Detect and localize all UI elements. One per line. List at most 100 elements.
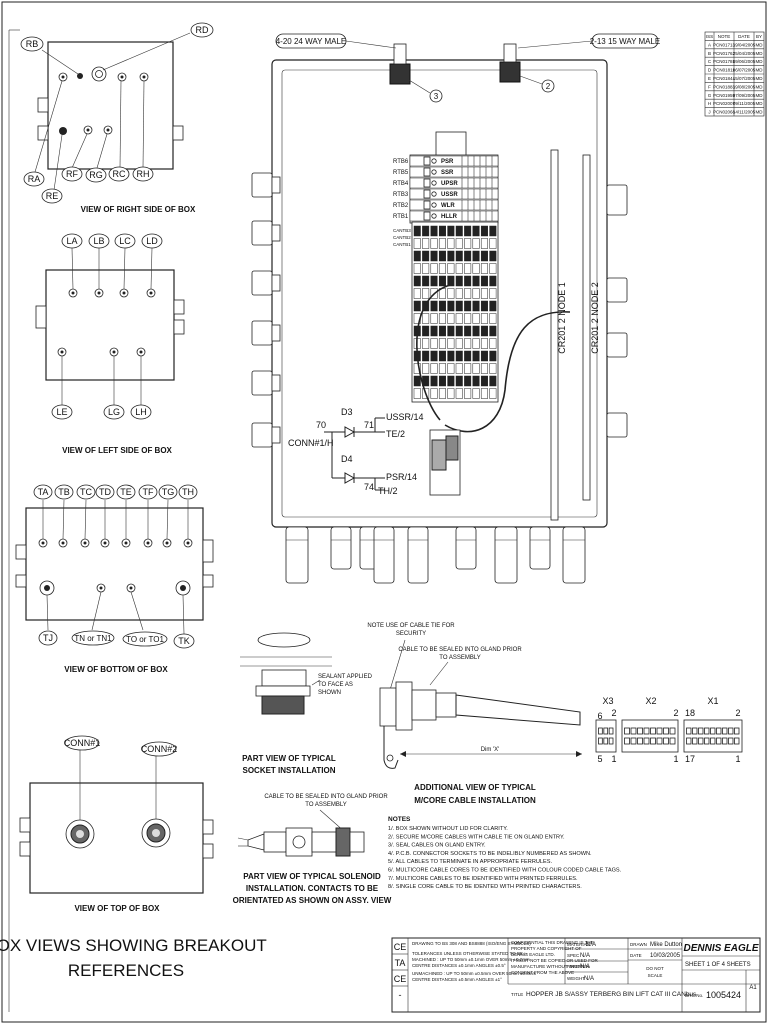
cable-gland <box>606 277 628 303</box>
rev-cell: 25/04/2005 <box>733 51 756 56</box>
tb-drawing-note: DRAWING TO BS 308 AND BS8888 (ISO/ENG SY… <box>412 941 531 946</box>
callout-lg-text: LG <box>108 407 120 417</box>
sealant-note-2: TO FACE AS <box>318 682 353 688</box>
main-assembly: 4-20 24 WAY MALE 2-13 15 WAY MALE 3 2 RT… <box>251 33 661 584</box>
rev-cell: PCN01811 <box>713 68 735 73</box>
callout-tk-text: TK <box>178 636 190 646</box>
rev-cell: E <box>708 76 711 81</box>
tb-conf-6: CONSENT FROM THE ABOVE <box>511 970 574 975</box>
callout-ld-text: LD <box>146 236 158 246</box>
node2-strip <box>582 154 591 501</box>
callout-conn2-text: CONN#2 <box>141 744 178 754</box>
tb-tol-3: CENTRE DISTANCES ±0.1mm ANGLES ±0.5° <box>412 963 506 968</box>
note-item: 7/. MULTICORE CABLES TO BE IDENTIFIED WI… <box>388 876 578 882</box>
relay-label: RTB2 <box>393 203 409 209</box>
relay-label: RTB3 <box>393 192 409 198</box>
callout-re-text: RE <box>46 191 59 201</box>
relay-name: WLR <box>441 203 455 209</box>
rev-cell: D <box>708 68 712 73</box>
mcore-seal-1: CABLE TO BE SEALED INTO GLAND PRIOR <box>398 647 522 653</box>
callout-lh-text: LH <box>135 407 147 417</box>
top-caption: VIEW OF TOP OF BOX <box>74 904 160 913</box>
left-side-caption: VIEW OF LEFT SIDE OF BOX <box>62 446 172 455</box>
rev-cell: MD <box>756 68 764 73</box>
callout-to-text: TO or TO1 <box>126 635 164 644</box>
note-item: 3/. SEAL CABLES ON GLAND ENTRY. <box>388 843 486 849</box>
connector-left-label: 4-20 24 WAY MALE <box>276 37 347 46</box>
cable-gland <box>494 526 518 584</box>
plug-x1-tl: 18 <box>685 708 695 718</box>
connector-right-label: 2-13 15 WAY MALE <box>590 37 661 46</box>
rev-cell: G <box>708 93 712 98</box>
plug-x3-tr: 2 <box>611 708 616 718</box>
rev-cell: B <box>708 51 711 56</box>
relay-label: RTB6 <box>393 159 409 165</box>
cable-gland <box>251 320 273 346</box>
solenoid-caption-1: PART VIEW OF TYPICAL SOLENOID <box>243 872 381 881</box>
callout-rg <box>85 167 107 183</box>
cable-gland <box>455 526 477 570</box>
plug-x3-br: 1 <box>611 754 616 764</box>
tb-weight-label: WEIGHT <box>567 976 585 981</box>
right-side-box-outline <box>47 41 174 170</box>
rev-cell: H <box>708 101 711 106</box>
solenoid-detail: CABLE TO BE SEALED INTO GLAND PRIOR TO A… <box>233 794 392 905</box>
callout-rg-text: RG <box>89 170 103 180</box>
plug-x2-br: 1 <box>673 754 678 764</box>
callout-re <box>41 188 63 204</box>
tb-company-logo: DENNIS EAGLE <box>683 943 758 954</box>
cable-gland <box>251 422 273 448</box>
callout-le-text: LE <box>56 407 67 417</box>
rev-cell: MD <box>756 101 764 106</box>
note-item: 2/. SECURE M/CORE CABLES WITH CABLE TIE … <box>388 834 565 840</box>
tb-conf-5: MANUFACTURE WITHOUT WRITTEN <box>511 964 589 969</box>
plug-x3-bl: 5 <box>597 754 602 764</box>
rev-cell: PCN02007 <box>713 101 736 106</box>
plug-x2-name: X2 <box>645 696 656 706</box>
callout-rh-text: RH <box>137 169 150 179</box>
circuit-te: TE/2 <box>386 429 405 439</box>
connector-15way <box>499 61 521 83</box>
tb-drawn: Mike Dutton <box>650 942 682 948</box>
tb-dash: - <box>399 990 402 1000</box>
note-item: 6/. MULTICORE CABLE CORES TO BE IDENTIFI… <box>388 868 622 874</box>
note-item: 1/. BOX SHOWN WITHOUT LID FOR CLARITY. <box>388 826 508 832</box>
callout-tc-text: TC <box>80 487 92 497</box>
callout-tj-text: TJ <box>43 633 53 643</box>
relay-label: RTB4 <box>393 181 409 187</box>
sealant-note-1: SEALANT APPLIED <box>318 674 373 680</box>
circuit-wire74: 74 <box>364 482 374 492</box>
tb-material: N/A <box>586 942 596 948</box>
rev-cell: PCN02068 <box>713 110 736 115</box>
tb-material-label: MATERIAL <box>567 942 590 947</box>
top-view: CONN#1 CONN#2 VIEW OF TOP OF BOX <box>19 735 214 913</box>
rev-cell: 06/07/2005 <box>733 68 756 73</box>
rev-cell: 09/06/2005 <box>733 59 756 64</box>
circuit-ussr: USSR/14 <box>386 412 424 422</box>
tb-finish: N/A <box>580 964 590 970</box>
tb-finish-label: FINISH <box>567 964 582 969</box>
mcore-caption-1: ADDITIONAL VIEW OF TYPICAL <box>414 783 536 792</box>
tie-note-1: NOTE USE OF CABLE TIE FOR <box>367 623 455 629</box>
rev-cell: PCN01959 <box>713 93 736 98</box>
hole-re <box>59 127 67 135</box>
cable-gland <box>373 526 395 584</box>
callout-td-text: TD <box>99 487 111 497</box>
relay-name: SSR <box>441 170 454 176</box>
callout-rb <box>20 36 44 52</box>
plug-x1: X1 18 2 17 1 <box>683 696 743 764</box>
tb-weight: N/A <box>584 976 594 982</box>
note-item: 5/. ALL CABLES TO TERMINATE IN APPROPRIA… <box>388 859 552 865</box>
tb-title-label: TITLE <box>511 992 523 997</box>
cable-gland <box>251 370 273 396</box>
callout-lb-text: LB <box>93 236 104 246</box>
callout-lc-text: LC <box>119 236 131 246</box>
tb-conf-1: CONFIDENTIAL THIS DRAWING IS THE <box>511 940 594 945</box>
rev-cell: 19/08/2005 <box>733 84 756 89</box>
rev-cell: PCN01883 <box>713 84 736 89</box>
tb-tol-5: CENTRE DISTANCES ±0.5mm ANGLES ±1° <box>412 977 502 982</box>
cable-gland <box>251 270 273 296</box>
callout-tn-text: TN or TN1 <box>74 634 112 643</box>
rev-cell: MD <box>756 42 764 47</box>
